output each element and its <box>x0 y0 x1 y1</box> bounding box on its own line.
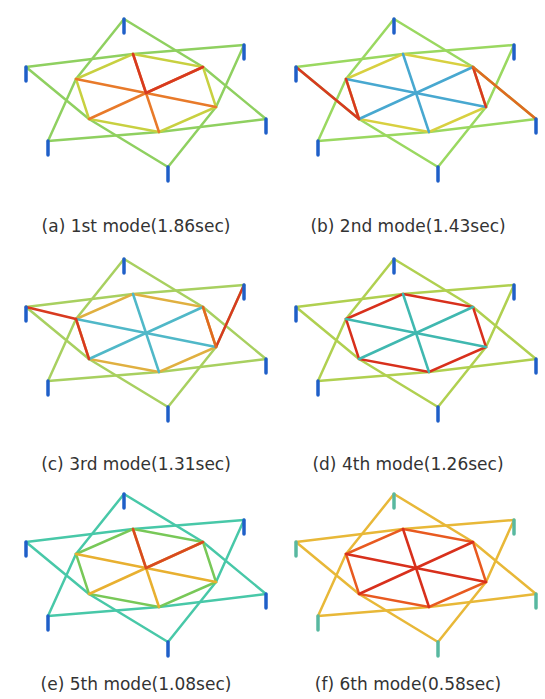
figure-caption: (d) 4th mode(1.26sec) <box>312 454 503 474</box>
frame-members <box>76 54 216 132</box>
frame-members <box>346 529 486 607</box>
frame-members <box>76 529 216 607</box>
frame-members <box>26 494 266 642</box>
frame-members <box>76 294 216 372</box>
frame-members <box>76 529 216 607</box>
figure-caption: (a) 1st mode(1.86sec) <box>42 216 231 236</box>
frame-members <box>26 259 266 407</box>
frame-members <box>296 259 536 407</box>
mode-shape <box>296 19 536 181</box>
support-posts <box>296 259 536 421</box>
figure-caption: (f) 6th mode(0.58sec) <box>315 674 501 694</box>
figure-caption: (e) 5th mode(1.08sec) <box>41 674 232 694</box>
mode-shape <box>296 494 536 656</box>
frame-members <box>346 529 486 607</box>
frame-members <box>346 294 486 372</box>
frame-members <box>296 494 536 642</box>
frame-members <box>346 54 486 132</box>
support-posts <box>26 19 266 181</box>
frame-members <box>346 54 486 132</box>
mode-shape <box>26 494 266 656</box>
mode-shape <box>26 19 266 181</box>
mode-shape <box>26 259 266 421</box>
frame-members <box>76 54 216 132</box>
support-posts <box>296 19 536 181</box>
figure-caption: (b) 2nd mode(1.43sec) <box>310 216 505 236</box>
mode-shape <box>296 259 536 421</box>
frame-members <box>26 19 266 167</box>
frame-members <box>296 19 536 167</box>
figure-caption: (c) 3rd mode(1.31sec) <box>41 454 231 474</box>
support-posts <box>296 494 536 656</box>
frame-members <box>76 294 216 372</box>
support-posts <box>26 259 266 421</box>
support-posts <box>26 494 266 656</box>
frame-members <box>346 294 486 372</box>
